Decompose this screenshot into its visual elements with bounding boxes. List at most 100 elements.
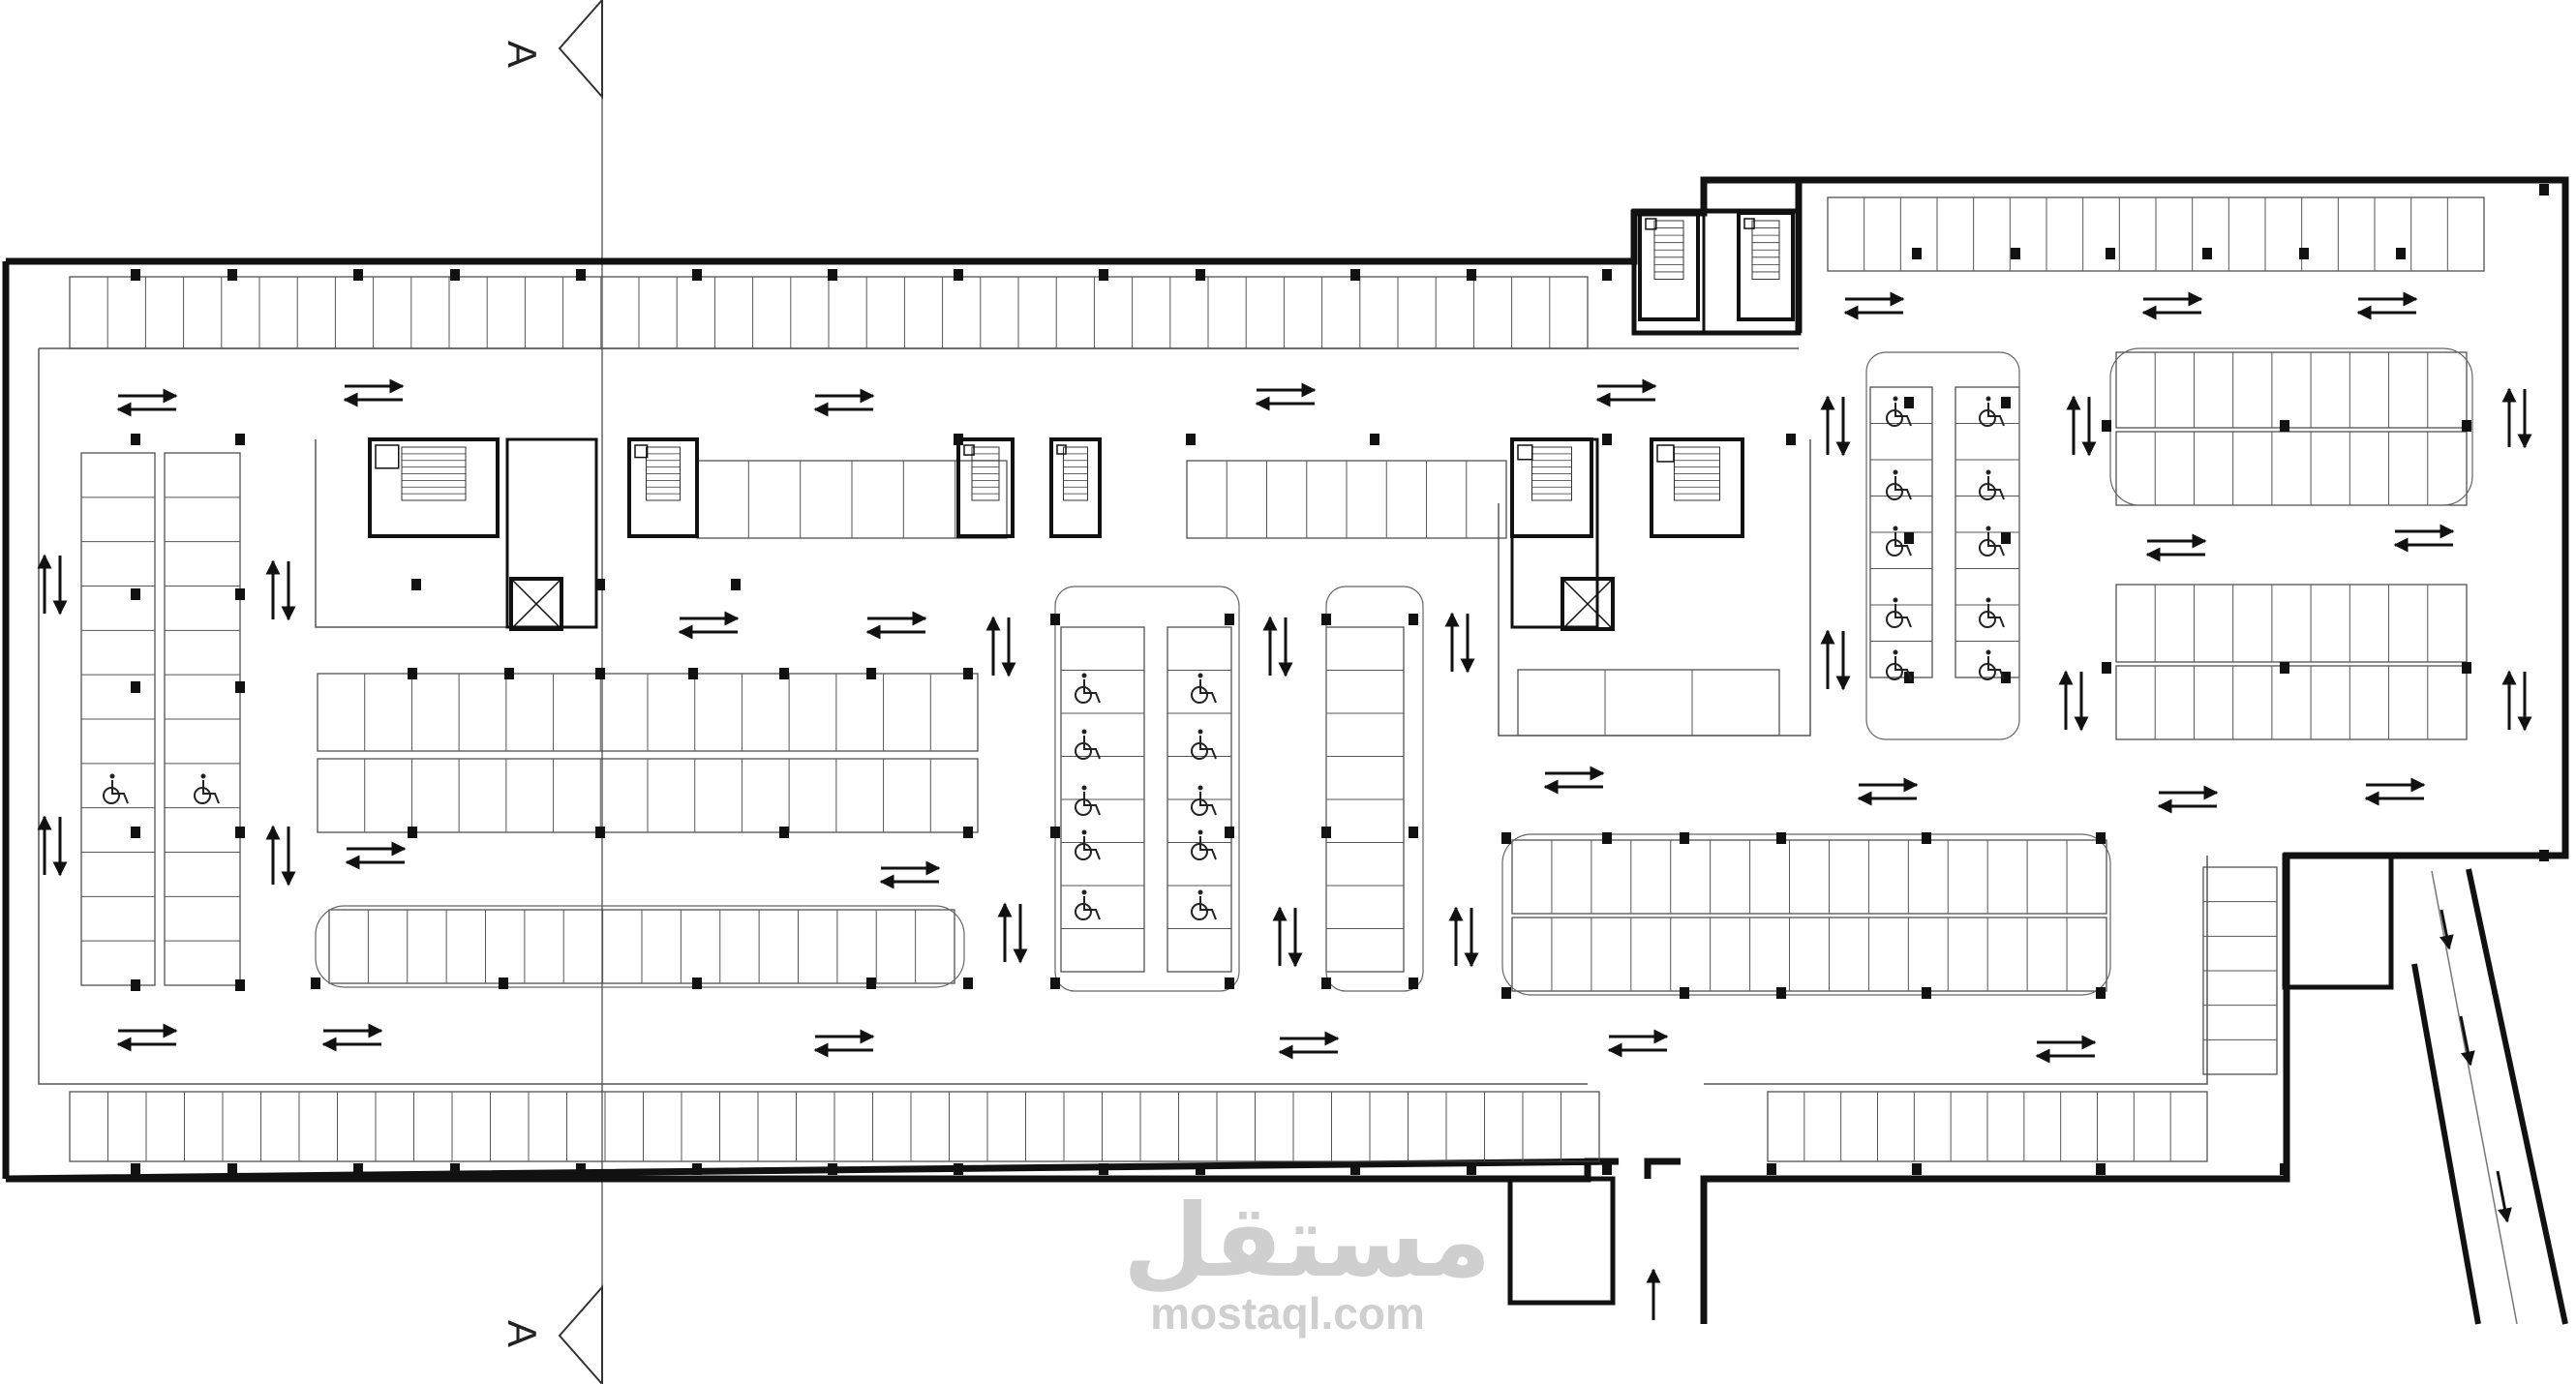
section-marker-bottom <box>558 1284 603 1384</box>
column <box>576 1163 586 1175</box>
column <box>1099 269 1108 281</box>
column <box>963 668 973 679</box>
wheelchair-icon <box>1191 889 1217 920</box>
two-way-arrow-icon <box>2157 785 2219 814</box>
column <box>450 269 460 281</box>
stall-row <box>2115 665 2468 740</box>
parking-islands <box>315 347 2473 996</box>
structural-columns <box>131 184 2549 1175</box>
column <box>1680 832 1689 844</box>
two-way-arrow-icon <box>678 611 740 640</box>
wheelchair-icon <box>1979 526 2005 557</box>
wheelchair-icon <box>1979 396 2005 427</box>
two-way-arrow-icon <box>2501 670 2532 732</box>
column <box>2202 248 2212 259</box>
stair-core <box>1650 437 1744 538</box>
stall-row <box>1517 669 1780 737</box>
column <box>1786 434 1796 445</box>
stair-core <box>1510 437 1593 538</box>
column <box>1050 614 1060 625</box>
column <box>235 979 245 991</box>
wheelchair-icon <box>1979 649 2005 680</box>
two-way-arrow-icon <box>1595 378 1657 407</box>
two-way-arrow-icon <box>813 388 875 417</box>
column <box>2096 1163 2106 1175</box>
column <box>1680 987 1689 999</box>
column <box>1409 978 1418 989</box>
column <box>2462 420 2471 432</box>
column <box>235 434 245 445</box>
two-way-arrow-icon <box>1278 1031 1340 1060</box>
parking-island <box>315 905 965 988</box>
elevator-shaft <box>509 577 563 631</box>
two-way-arrow-icon <box>813 1029 875 1058</box>
two-way-arrow-icon <box>1272 906 1303 968</box>
two-way-arrow-icon <box>2035 1035 2097 1064</box>
service-zone-outline <box>315 439 596 628</box>
column <box>866 668 876 679</box>
drive-aisle-outline <box>38 347 2208 1085</box>
column <box>353 269 363 281</box>
column <box>311 978 320 989</box>
wheelchair-icon <box>1075 889 1101 920</box>
column <box>1186 434 1196 445</box>
wheelchair-icon <box>1075 729 1101 760</box>
two-way-arrow-icon <box>2364 777 2426 806</box>
two-way-arrow-icon <box>1857 777 1919 806</box>
column <box>692 1163 702 1175</box>
column <box>2299 248 2309 259</box>
two-way-arrow-icon <box>2058 670 2089 732</box>
wheelchair-icon <box>1886 526 1912 557</box>
column <box>2280 662 2289 674</box>
core-wall <box>1510 437 1599 629</box>
column <box>595 579 605 590</box>
column <box>227 1163 237 1175</box>
column <box>2001 397 2011 408</box>
two-way-arrow-icon <box>1843 291 1905 320</box>
column <box>408 668 417 679</box>
column <box>131 434 140 445</box>
column <box>2096 832 2106 844</box>
column <box>499 978 508 989</box>
column <box>131 681 140 693</box>
outer-wall <box>5 176 2569 1324</box>
column <box>1467 1163 1476 1175</box>
two-way-arrow-icon <box>116 1023 178 1052</box>
two-way-arrow-icon <box>1448 906 1479 968</box>
column <box>595 668 605 679</box>
column <box>688 668 698 679</box>
column <box>2001 672 2011 683</box>
parking-island <box>1865 351 2020 740</box>
one-way-arrow-icon <box>2439 909 2454 950</box>
two-way-arrow-icon <box>2501 387 2532 449</box>
column <box>2280 420 2289 432</box>
wheelchair-icon <box>1886 396 1912 427</box>
column <box>1050 978 1060 989</box>
one-way-arrow-icon <box>2459 1015 2475 1067</box>
parking-island <box>1501 833 2111 996</box>
section-label-bottom: A <box>500 1319 546 1348</box>
column <box>131 1163 140 1175</box>
column <box>692 978 702 989</box>
watermark-arabic: مستقل <box>1123 1182 1492 1300</box>
one-way-arrow-icon <box>2496 1170 2512 1223</box>
column <box>1501 832 1511 844</box>
wheelchair-icon <box>1075 829 1101 860</box>
column <box>1225 614 1234 625</box>
column <box>2539 850 2549 861</box>
parking-island <box>2109 347 2473 506</box>
parking-island <box>1325 586 1424 992</box>
elevator-shaft <box>1561 577 1615 631</box>
column <box>450 1163 460 1175</box>
ramp-walls <box>2411 868 2568 1325</box>
column <box>2001 532 2011 544</box>
column <box>411 579 421 590</box>
column <box>1776 987 1786 999</box>
column <box>1050 827 1060 838</box>
column <box>595 827 605 838</box>
wheelchair-icon <box>1191 829 1217 860</box>
wheelchair-icon <box>1886 469 1912 500</box>
two-way-arrow-icon <box>321 1023 383 1052</box>
column <box>1350 269 1360 281</box>
column <box>1912 1163 1922 1175</box>
